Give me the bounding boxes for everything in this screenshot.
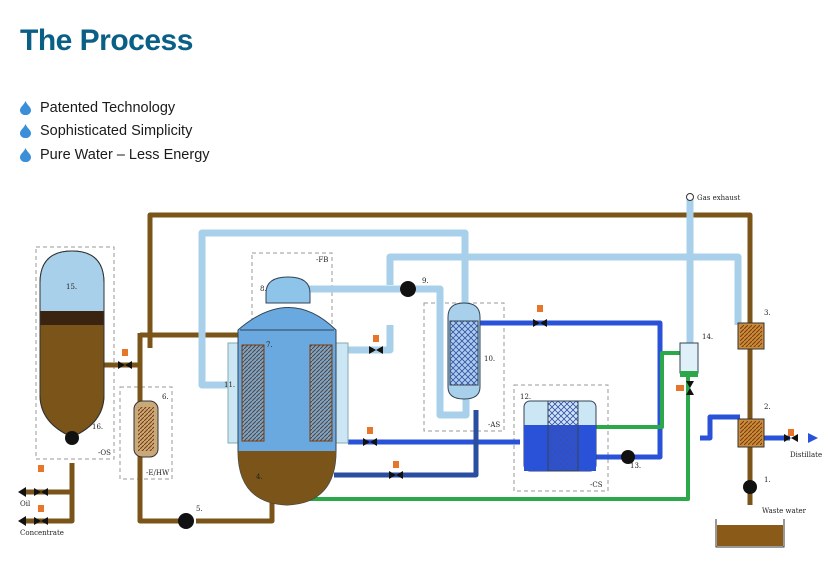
section-label-os: -OS	[98, 449, 111, 457]
feature-text: Patented Technology	[40, 99, 176, 116]
section-label-cs: -CS	[590, 481, 603, 489]
main-evaporator	[227, 276, 349, 506]
label-6: 6.	[162, 393, 169, 401]
concentrate-label: Concentrate	[20, 529, 64, 537]
pump-1	[743, 480, 757, 494]
absorber-10	[447, 302, 481, 400]
feature-text: Sophisticated Simplicity	[40, 123, 193, 140]
frame-cs	[513, 384, 609, 492]
label-7: 7.	[266, 341, 273, 349]
component-labels: 1. 2. 3. 4. 5. 6. 7. 8. 9. 10. 11. 12. 1…	[66, 277, 771, 513]
valve-icon	[34, 465, 48, 496]
label-10: 10.	[484, 355, 495, 363]
green-lines	[296, 351, 690, 501]
distillate-label: Distillate	[790, 451, 822, 459]
feature-list: Patented Technology Sophisticated Simpli…	[20, 96, 210, 167]
pump-13	[621, 450, 635, 464]
pump-16	[65, 431, 79, 445]
section-label-as: -AS	[488, 421, 500, 429]
label-9: 9.	[422, 277, 429, 285]
oil-arrow-icon	[18, 487, 26, 497]
valve-icon	[676, 381, 694, 395]
pump-5	[178, 513, 194, 529]
feature-item: Sophisticated Simplicity	[20, 120, 210, 144]
oil-label: Oil	[20, 500, 31, 508]
process-diagram: 1. 2. 3. 4. 5. 6. 7. 8. 9. 10. 11. 12. 1…	[18, 193, 822, 548]
outlet-arrows	[18, 433, 818, 526]
oil-separator-tank	[39, 250, 105, 438]
separator-12	[523, 400, 597, 472]
concentrate-arrow-icon	[18, 516, 26, 526]
valve-icon	[363, 427, 377, 446]
water-drop-icon	[20, 147, 31, 162]
label-15: 15.	[66, 283, 77, 291]
section-label-fb: -FB	[316, 256, 328, 264]
gas-exhaust-label: Gas exhaust	[697, 194, 740, 202]
vapor-lines	[198, 199, 742, 419]
label-14: 14.	[702, 333, 713, 341]
section-labels: -FB -AS -CS -OS -E/HW	[98, 256, 603, 489]
feature-text: Pure Water – Less Energy	[40, 146, 210, 163]
label-2: 2.	[764, 403, 771, 411]
label-8: 8.	[260, 285, 267, 293]
feature-item: Patented Technology	[20, 96, 210, 120]
condenser-3	[737, 322, 765, 350]
mid-blue-lines	[334, 410, 479, 478]
label-1: 1.	[764, 476, 771, 484]
water-drop-icon	[20, 124, 31, 139]
heat-exchanger-6	[133, 400, 159, 458]
water-drop-icon	[20, 100, 31, 115]
label-16: 16.	[92, 423, 103, 431]
frame-as	[423, 302, 505, 432]
feature-item: Pure Water – Less Energy	[20, 143, 210, 167]
label-4: 4.	[256, 473, 263, 481]
label-13: 13.	[630, 462, 641, 470]
waste-water-label: Waste water	[762, 507, 807, 515]
heat-exchanger-2	[737, 418, 765, 448]
valve-icon	[118, 349, 132, 369]
distillate-arrow-icon	[808, 433, 818, 443]
section-label-ehw: -E/HW	[146, 469, 170, 477]
gas-exhaust-valve	[686, 193, 694, 201]
label-11: 11.	[224, 381, 235, 389]
pump-9	[400, 281, 416, 297]
label-3: 3.	[764, 309, 771, 317]
valves	[34, 305, 798, 525]
valve-icon	[389, 461, 403, 479]
stream-labels: Gas exhaust Waste water Distillate Oil C…	[20, 194, 822, 537]
label-5: 5.	[196, 505, 203, 513]
label-12: 12.	[520, 393, 531, 401]
frame-os	[35, 246, 115, 460]
valve-icon	[533, 305, 547, 327]
valve-icon	[34, 505, 48, 525]
page-title: The Process	[20, 24, 193, 57]
separator-14	[679, 342, 699, 377]
frame-ehw	[119, 386, 173, 480]
waste-water-basin	[715, 519, 785, 548]
valve-icon	[369, 335, 383, 354]
valve-icon	[784, 429, 798, 442]
